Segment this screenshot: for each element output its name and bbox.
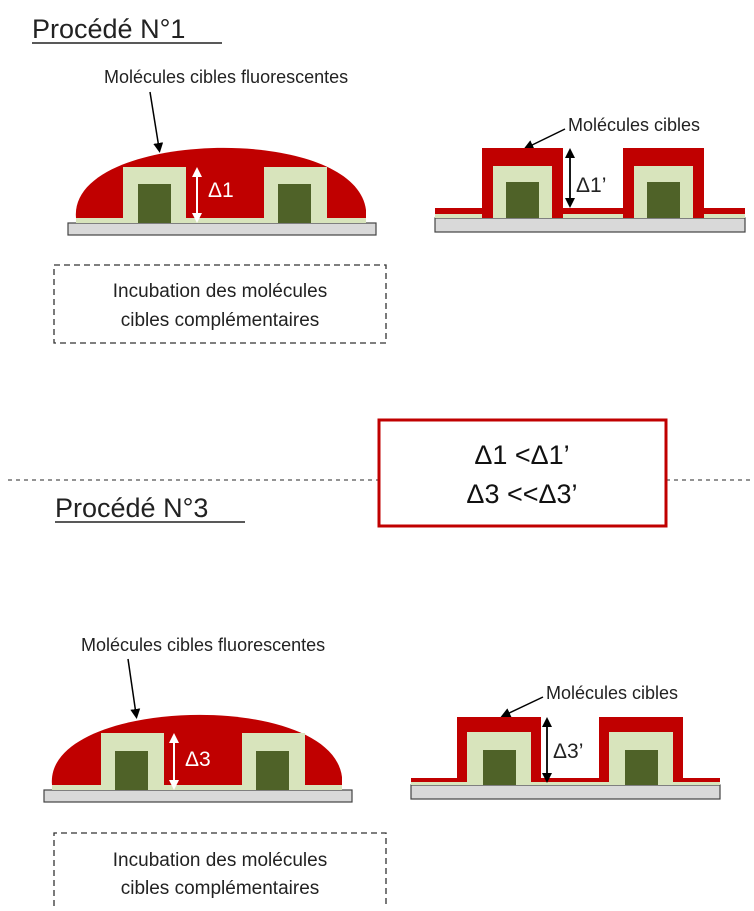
substrate <box>67 222 377 236</box>
pillar-core <box>625 750 658 785</box>
process-1-right-label: Molécules cibles <box>568 115 700 135</box>
dimension-arrowhead <box>565 198 575 208</box>
underlayer <box>435 214 745 218</box>
comparison-line-1: Δ1 <Δ1’ <box>474 440 569 470</box>
process-3-right-structure: Molécules cibles Δ3’ <box>410 683 721 800</box>
delta-1-label: Δ1 <box>208 179 234 202</box>
pillar-core <box>506 182 539 218</box>
pillar-core <box>278 184 311 223</box>
incubation-line-1: Incubation des molécules <box>113 281 327 302</box>
dimension-arrowhead <box>542 717 552 727</box>
incubation-line-2: cibles complémentaires <box>121 878 320 899</box>
process-3-right-arrow <box>500 696 544 718</box>
process-1-title: Procédé N°1 <box>32 14 185 44</box>
target-coating-base <box>411 778 720 782</box>
underlayer <box>52 785 342 790</box>
underlayer <box>411 782 720 785</box>
substrate <box>410 784 721 800</box>
process-1-left-arrow <box>149 91 164 153</box>
process-3-left-structure: Molécules cibles fluorescentes Δ3 <box>43 635 353 803</box>
process-3-section: Procédé N°3 Molécules cibles fluorescent… <box>43 493 721 906</box>
incubation-box-border <box>53 264 387 344</box>
comparison-box-border <box>377 418 668 528</box>
incubation-box-border <box>53 832 387 906</box>
process-1-left-structure: Molécules cibles fluorescentes Δ1 <box>67 67 377 236</box>
delta-3-label: Δ3 <box>185 748 211 771</box>
process-3-right-label: Molécules cibles <box>546 683 678 703</box>
process-1-incubation-box: Incubation des molécules cibles compléme… <box>53 264 387 344</box>
pillar-core <box>138 184 171 223</box>
dimension-arrowhead <box>169 733 179 743</box>
incubation-line-2: cibles complémentaires <box>121 310 320 331</box>
process-3-title: Procédé N°3 <box>55 493 208 523</box>
comparison-box: Δ1 <Δ1’ Δ3 <<Δ3’ <box>377 418 668 528</box>
process-1-left-label: Molécules cibles fluorescentes <box>104 67 348 87</box>
pillar-core <box>483 750 516 785</box>
pillar-core <box>115 751 148 790</box>
process-1-right-structure: Molécules cibles Δ1’ <box>434 115 746 233</box>
dimension-arrowhead <box>192 167 202 177</box>
substrate <box>434 217 746 233</box>
dimension-arrowhead <box>565 148 575 158</box>
dimension-arrowhead <box>542 773 552 783</box>
process-1-right-arrow <box>523 128 566 150</box>
pillar-core <box>256 751 289 790</box>
dimension-arrowhead <box>192 213 202 223</box>
process-3-left-label: Molécules cibles fluorescentes <box>81 635 325 655</box>
dimension-arrowhead <box>169 780 179 790</box>
process-1-section: Procédé N°1 Molécules cibles fluorescent… <box>32 14 746 344</box>
comparison-line-2: Δ3 <<Δ3’ <box>466 479 577 509</box>
delta-1-prime-label: Δ1’ <box>576 174 606 197</box>
target-coating-base <box>435 208 745 214</box>
underlayer <box>76 218 366 223</box>
incubation-line-1: Incubation des molécules <box>113 850 327 871</box>
substrate <box>43 789 353 803</box>
process-3-incubation-box: Incubation des molécules cibles compléme… <box>53 832 387 906</box>
delta-3-prime-label: Δ3’ <box>553 740 583 763</box>
pillar-core <box>647 182 680 218</box>
process-3-left-arrow <box>127 658 141 719</box>
